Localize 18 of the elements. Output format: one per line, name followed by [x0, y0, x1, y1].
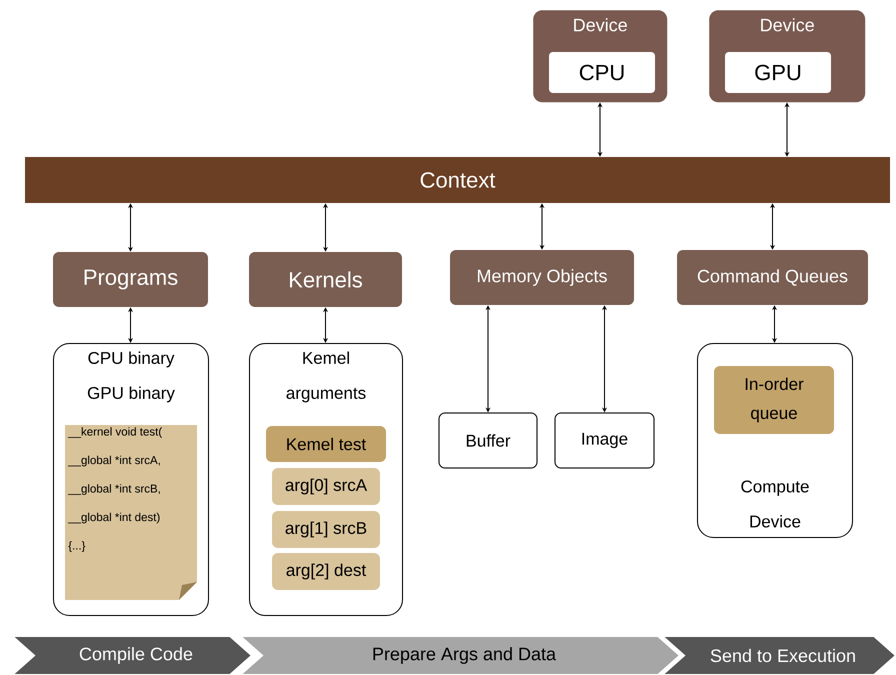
- code-note: __kernel void test( __global *int srcA, __global *int srcB, __global *int dest) {...}: [65, 425, 197, 600]
- argument-box: arg[1] srcB: [272, 511, 380, 548]
- header-box: Command Queues: [677, 250, 868, 305]
- context-bar: Context: [25, 157, 890, 203]
- argument-box: arg[2] dest: [272, 553, 380, 590]
- device-label-box: GPU: [725, 52, 831, 93]
- header-box: Kernels: [249, 252, 402, 307]
- object-box: Image: [554, 412, 654, 468]
- queue-box: In-order queue: [714, 366, 834, 434]
- kernel-box: Kemel test: [266, 426, 386, 462]
- header-box: Programs: [53, 252, 208, 307]
- stage-banner: Send to Execution: [659, 635, 896, 675]
- argument-box: arg[0] srcA: [272, 468, 380, 505]
- stage-banner: Prepare Args and Data: [237, 635, 682, 675]
- object-box: Buffer: [438, 412, 538, 468]
- device-label-box: CPU: [549, 52, 655, 93]
- header-box: Memory Objects: [450, 250, 634, 305]
- stage-banner: Compile Code: [9, 635, 254, 675]
